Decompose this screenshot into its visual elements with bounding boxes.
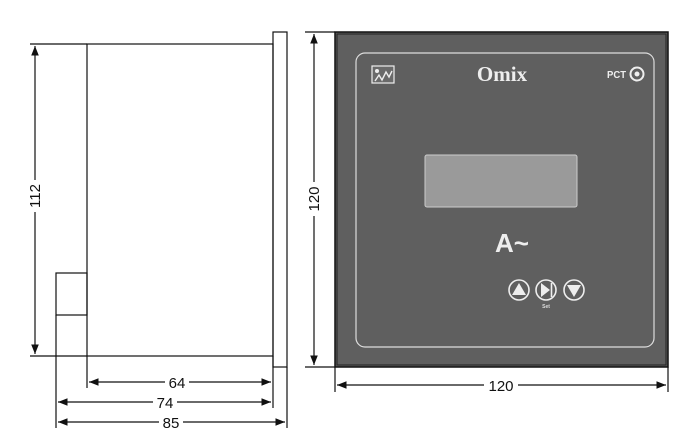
device-body — [86, 43, 274, 357]
unit-label: A~ — [495, 228, 529, 258]
arrow-down-icon — [567, 285, 581, 297]
play-step-icon — [541, 283, 550, 297]
front-flange — [272, 31, 288, 368]
certification-icon: PCT — [607, 66, 645, 82]
dim-85-label: 85 — [163, 415, 180, 432]
connector-block — [55, 272, 88, 316]
dim-74-label: 74 — [157, 395, 174, 412]
set-button[interactable] — [535, 279, 557, 301]
up-button[interactable] — [508, 279, 530, 301]
lcd-display — [424, 154, 578, 208]
front-view: 120 Omix PCT A~ Set — [305, 31, 669, 395]
down-button[interactable] — [563, 279, 585, 301]
logo-icon — [371, 65, 395, 84]
dim-120-vertical-label: 120 — [306, 186, 323, 211]
set-label: Set — [542, 304, 550, 310]
brand-name: Omix — [477, 62, 528, 86]
side-view: 112 64 74 85 — [27, 31, 288, 432]
arrow-up-icon — [512, 283, 526, 295]
dim-64-label: 64 — [169, 375, 186, 392]
dim-120-horizontal-label: 120 — [488, 378, 513, 395]
panel-bezel — [355, 52, 655, 348]
dim-112-label: 112 — [27, 184, 44, 208]
cert-mark: PCT — [607, 70, 626, 81]
